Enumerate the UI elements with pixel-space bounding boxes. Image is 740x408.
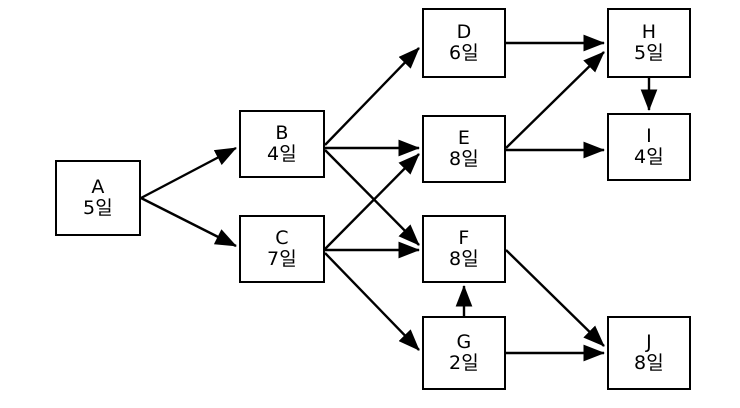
node-label: J xyxy=(646,330,652,353)
edges-group xyxy=(140,34,658,362)
node-label: F xyxy=(458,226,470,249)
node-label: H xyxy=(641,20,657,43)
node-duration: 2일 xyxy=(449,352,479,374)
node-duration: 6일 xyxy=(449,42,479,64)
node-label: C xyxy=(275,226,289,249)
edge-f-to-j xyxy=(505,249,605,347)
node-duration: 4일 xyxy=(634,146,664,168)
edge-a-to-c xyxy=(140,196,237,248)
node-duration: 5일 xyxy=(634,42,664,64)
edge-b-to-f xyxy=(324,149,420,246)
node-duration: 5일 xyxy=(83,197,113,219)
node-label: D xyxy=(456,20,472,43)
node-duration: 4일 xyxy=(267,143,297,165)
edge-e-to-h xyxy=(505,51,605,149)
edge-c-to-e xyxy=(324,153,420,250)
node-duration: 8일 xyxy=(449,248,479,270)
node-label: B xyxy=(275,121,289,144)
node-duration: 8일 xyxy=(634,352,664,374)
node-label: E xyxy=(457,126,471,149)
edge-a-to-b xyxy=(140,146,237,200)
node-label: I xyxy=(646,124,652,147)
edge-b-to-d xyxy=(324,47,420,146)
edge-c-to-g xyxy=(324,252,420,351)
node-duration: 8일 xyxy=(449,148,479,170)
node-label: A xyxy=(91,175,105,198)
node-duration: 7일 xyxy=(267,248,297,270)
node-label: G xyxy=(456,330,472,353)
